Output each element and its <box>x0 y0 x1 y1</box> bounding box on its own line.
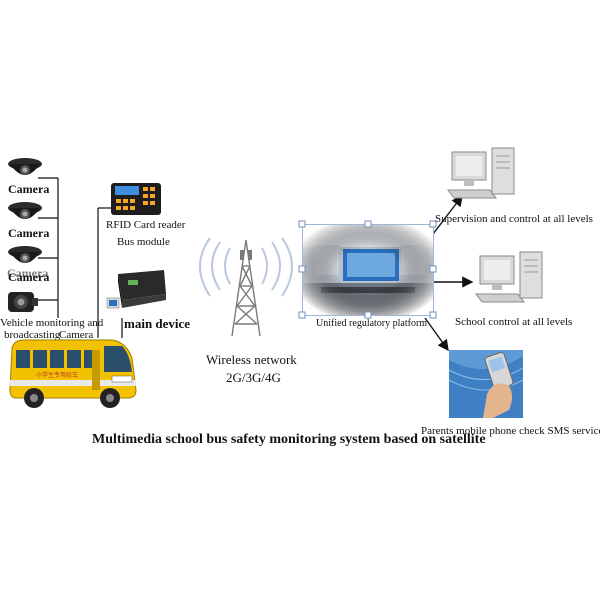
vehicle-camera-label: Camera <box>59 329 94 341</box>
selection-handles[interactable] <box>298 220 438 320</box>
school-bus-icon <box>9 339 137 408</box>
rfid-reader-icon <box>111 183 161 215</box>
platform-image-frame[interactable] <box>302 224 434 316</box>
vehicle-camera-icon <box>8 292 38 312</box>
camera-label: Camera <box>8 182 50 196</box>
arrow-to-supervision <box>429 194 463 239</box>
computer-icon <box>447 147 515 199</box>
camera-label: Camera <box>8 270 50 284</box>
platform-label: Unified regulatory platform <box>316 318 428 329</box>
rfid-label: RFID Card reader <box>106 219 186 231</box>
dome-camera-icon <box>8 246 42 263</box>
bus-module-label: Bus module <box>117 236 170 248</box>
parents-sms-label: Parents mobile phone check SMS service <box>421 425 600 437</box>
bus-sign-text: 小学生专用校车 <box>36 373 79 379</box>
wireless-network-label: Wireless network <box>206 352 297 367</box>
dvr-device-icon <box>106 270 166 309</box>
camera-label: Camera <box>8 226 50 240</box>
vehicle-monitoring-label: Vehicle monitoring and <box>0 317 104 329</box>
main-device-label: main device <box>124 316 191 331</box>
arrow-to-parents <box>424 317 449 352</box>
computer-icon <box>475 251 543 303</box>
mobile-phone-icon <box>449 350 523 418</box>
dome-camera-icon <box>8 158 42 175</box>
broadcasting-label: broadcasting <box>4 329 61 341</box>
control-room-image <box>303 225 433 315</box>
school-control-label: School control at all levels <box>455 316 573 328</box>
supervision-label: Supervision and control at all levels <box>435 213 593 225</box>
dome-camera-icon <box>8 202 42 219</box>
camera-overlap-label: Camera <box>7 266 49 280</box>
wireless-tower-icon <box>199 237 293 337</box>
network-type-label: 2G/3G/4G <box>226 370 281 385</box>
diagram-caption: Multimedia school bus safety monitoring … <box>92 432 486 447</box>
